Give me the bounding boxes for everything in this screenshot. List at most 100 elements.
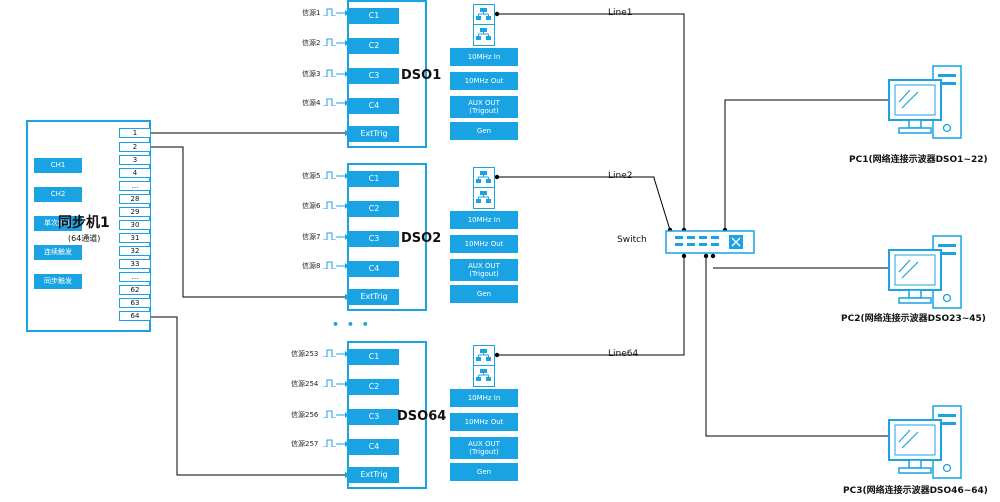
scope-io-block: 10MHz In: [450, 211, 518, 229]
network-port-icon: [473, 24, 495, 46]
line-label-2: Line2: [608, 171, 633, 181]
pulse-icon: [323, 69, 349, 77]
pulse-icon: [323, 98, 349, 106]
ellipsis: • • •: [332, 318, 371, 331]
sync-out: 3: [119, 155, 151, 165]
port-c3: C3: [349, 231, 399, 247]
signal-label: 信源8: [302, 262, 321, 270]
port-exttrig: ExtTrig: [349, 126, 399, 142]
sync-input-continuous: 连续触发: [34, 245, 82, 260]
port-c4: C4: [349, 261, 399, 277]
sync-out: 64: [119, 311, 151, 321]
sync-title: 同步机1: [58, 215, 110, 231]
line-label-1: Line1: [608, 8, 633, 18]
scope-io-block: Gen: [450, 463, 518, 481]
port-exttrig: ExtTrig: [349, 467, 399, 483]
pulse-icon: [323, 232, 349, 240]
signal-label: 信源2: [302, 39, 321, 47]
computer-icon: [888, 235, 962, 309]
sync-out: 63: [119, 298, 151, 308]
scope-name: DSO64: [397, 409, 447, 424]
aux-out-block: AUX OUT(Trigout): [450, 96, 518, 118]
computer-icon: [888, 405, 962, 479]
sync-input-ch1: CH1: [34, 158, 82, 173]
port-c2: C2: [349, 201, 399, 217]
wire-sync2-dso2: [151, 146, 345, 298]
scope-io-block: 10MHz In: [450, 48, 518, 66]
aux-out-label: AUX OUT: [468, 262, 500, 270]
sync-out: ...: [119, 181, 151, 191]
signal-label: 信源256: [291, 411, 319, 419]
signal-label: 信源6: [302, 202, 321, 210]
aux-out-label: AUX OUT: [468, 99, 500, 107]
port-c3: C3: [349, 68, 399, 84]
port-exttrig: ExtTrig: [349, 289, 399, 305]
wire-line64: [496, 257, 685, 356]
port-c1: C1: [349, 349, 399, 365]
scope-io-block: 10MHz Out: [450, 235, 518, 253]
scope-name: DSO2: [401, 231, 442, 246]
signal-label: 信源1: [302, 9, 321, 17]
trigout-label: (Trigout): [469, 448, 499, 456]
sync-out: 30: [119, 220, 151, 230]
pulse-icon: [323, 171, 349, 179]
wire-sync64-dso64: [151, 316, 345, 476]
aux-out-block: AUX OUT(Trigout): [450, 437, 518, 459]
port-c4: C4: [349, 439, 399, 455]
sync-out: 2: [119, 142, 151, 152]
sync-out: 32: [119, 246, 151, 256]
network-port-icon: [473, 4, 495, 26]
sync-input-sync: 同步触发: [34, 274, 82, 289]
sync-out: 31: [119, 233, 151, 243]
network-port-icon: [473, 365, 495, 387]
wire-line1: [496, 13, 685, 230]
signal-label: 信源253: [291, 350, 319, 358]
sync-out: 28: [119, 194, 151, 204]
wire-line2: [496, 176, 671, 231]
scope-io-block: 10MHz In: [450, 389, 518, 407]
scope-io-block: 10MHz Out: [450, 413, 518, 431]
pc-label: PC3(网络连接示波器DSO46~64): [843, 486, 988, 496]
computer-icon: [888, 65, 962, 139]
pc-label: PC2(网络连接示波器DSO23~45): [841, 314, 986, 324]
network-port-icon: [473, 345, 495, 367]
pulse-icon: [323, 379, 349, 387]
pulse-icon: [323, 8, 349, 16]
pulse-icon: [323, 38, 349, 46]
signal-label: 信源257: [291, 440, 319, 448]
sync-subtitle: (64通道): [68, 234, 101, 243]
scope-io-block: 10MHz Out: [450, 72, 518, 90]
signal-label: 信源254: [291, 380, 319, 388]
network-port-icon: [473, 187, 495, 209]
pulse-icon: [323, 349, 349, 357]
sync-out: 29: [119, 207, 151, 217]
port-c4: C4: [349, 98, 399, 114]
line-label-64: Line64: [608, 349, 639, 359]
pulse-icon: [323, 201, 349, 209]
port-c1: C1: [349, 8, 399, 24]
trigout-label: (Trigout): [469, 107, 499, 115]
port-c3: C3: [349, 409, 399, 425]
sync-out: 62: [119, 285, 151, 295]
sync-input-single: 单次触发: [34, 216, 82, 231]
sync-out: 1: [119, 128, 151, 138]
sync-out: 33: [119, 259, 151, 269]
switch-label: Switch: [617, 235, 647, 245]
pulse-icon: [323, 261, 349, 269]
wire-pc3: [705, 257, 888, 437]
sync-out: ...: [119, 272, 151, 282]
trigout-label: (Trigout): [469, 270, 499, 278]
port-c2: C2: [349, 379, 399, 395]
network-port-icon: [473, 167, 495, 189]
signal-label: 信源4: [302, 99, 321, 107]
port-c1: C1: [349, 171, 399, 187]
pulse-icon: [323, 410, 349, 418]
switch-icon: [665, 230, 755, 254]
signal-label: 信源5: [302, 172, 321, 180]
aux-out-label: AUX OUT: [468, 440, 500, 448]
scope-io-block: Gen: [450, 285, 518, 303]
signal-label: 信源3: [302, 70, 321, 78]
